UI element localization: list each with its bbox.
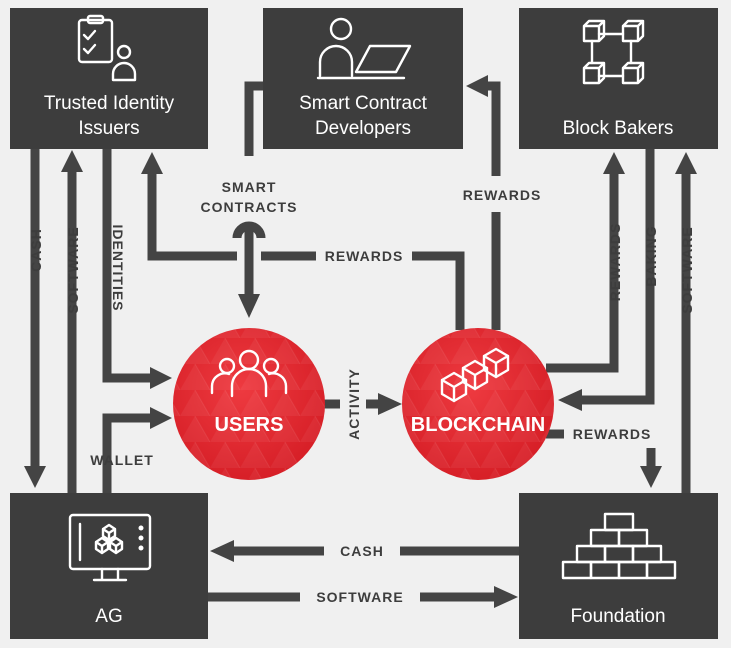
- label-cash-ag: CASH: [340, 543, 384, 559]
- flow-smart-contracts: [232, 81, 266, 318]
- ag-label: AG: [95, 606, 122, 627]
- people-group-icon: [210, 349, 288, 398]
- blockchain-label: BLOCKCHAIN: [411, 414, 545, 436]
- smart-contract-developers-line2: Developers: [315, 118, 411, 139]
- node-users: USERS: [173, 328, 325, 480]
- label-software-ag: SOFTWARE: [316, 589, 403, 605]
- label-baking: BAKING: [643, 225, 659, 286]
- node-trusted-identity-issuers: Trusted Identity Issuers: [10, 8, 208, 149]
- node-block-bakers: Block Bakers: [519, 8, 718, 149]
- label-identities: IDENTITIES: [110, 224, 126, 311]
- label-activity: ACTIVITY: [346, 368, 362, 440]
- clipboard-checklist-person-icon: [77, 14, 137, 82]
- label-cash-issuers: CASH: [28, 228, 44, 272]
- stacked-bricks-icon: [561, 512, 677, 580]
- flow-activity: [324, 393, 402, 415]
- flow-rewards-to-issuers: [141, 152, 465, 330]
- node-ag: AG: [10, 493, 208, 639]
- flow-rewards-to-bakers: [546, 152, 625, 373]
- label-rewards-bakers: REWARDS: [607, 223, 623, 302]
- flow-rewards-to-developers: [466, 75, 501, 330]
- trusted-identity-issuers-line2: Issuers: [78, 118, 139, 139]
- flow-rewards-to-foundation: [546, 429, 662, 488]
- flow-wallet: [102, 407, 172, 493]
- flow-software-ag-to-foundation: [208, 586, 518, 608]
- chained-blocks-icon: [582, 19, 645, 85]
- label-wallet: WALLET: [90, 452, 154, 468]
- trusted-identity-issuers-line1: Trusted Identity: [44, 93, 175, 114]
- node-smart-contract-developers: Smart Contract Developers: [263, 8, 463, 149]
- label-rewards-issuers: REWARDS: [325, 248, 404, 264]
- flow-software-ag-to-issuers: [61, 150, 83, 493]
- node-blockchain: BLOCKCHAIN: [402, 328, 554, 480]
- label-rewards-developers: REWARDS: [463, 187, 542, 203]
- foundation-label: Foundation: [570, 606, 665, 627]
- label-software-bakers: SOFTWARE: [679, 226, 695, 313]
- label-smart-contracts-line1: SMART: [222, 179, 277, 195]
- node-foundation: Foundation: [519, 493, 718, 639]
- flow-software-foundation-to-bakers: [675, 152, 697, 493]
- person-laptop-icon: [316, 17, 412, 80]
- flow-cash-issuers-to-ag: [24, 149, 46, 488]
- smart-contract-developers-line1: Smart Contract: [299, 93, 427, 114]
- flow-baking: [558, 149, 655, 411]
- users-label: USERS: [215, 414, 284, 436]
- label-rewards-foundation: REWARDS: [573, 426, 652, 442]
- label-software-issuers: SOFTWARE: [65, 226, 81, 313]
- block-bakers-label: Block Bakers: [563, 118, 674, 139]
- monitor-cubes-icon: [68, 513, 152, 582]
- cubes-icon: [440, 347, 510, 403]
- flow-cash-foundation-to-ag: [210, 540, 519, 562]
- label-smart-contracts-line2: CONTRACTS: [201, 199, 298, 215]
- flow-identities: [102, 149, 172, 389]
